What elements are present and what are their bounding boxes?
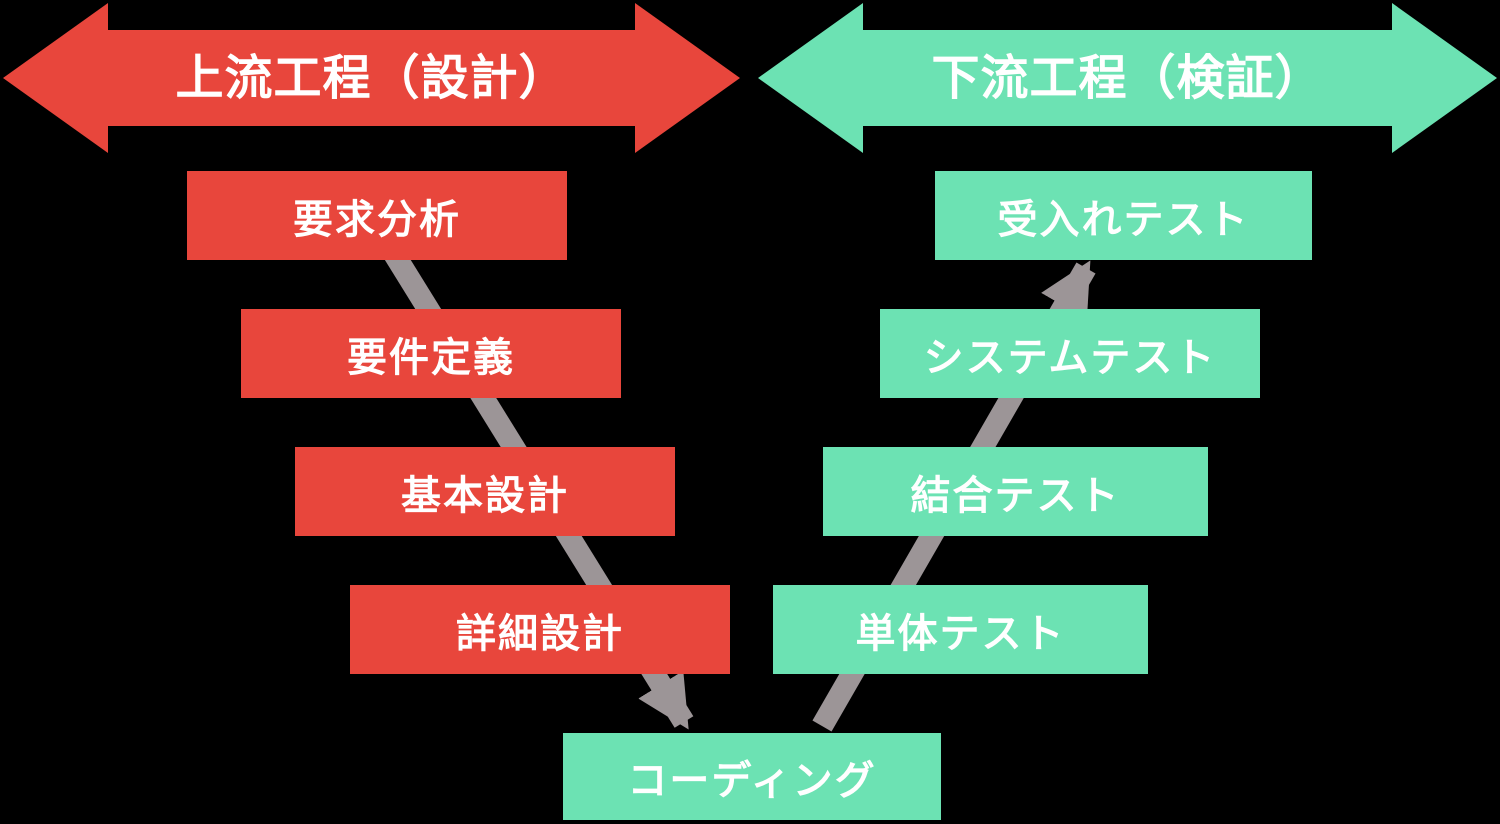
design-step-label: 要求分析 [293,196,461,243]
test-step-unit-test: 単体テスト [773,585,1148,674]
design-step-label: 詳細設計 [456,610,624,657]
test-step-system-test: システムテスト [880,309,1260,398]
upstream-double-arrow-icon [3,3,740,153]
downstream-arrow-label: 下流工程（検証） [931,50,1324,106]
test-step-label: 結合テスト [910,472,1121,519]
downstream-double-arrow-icon [758,3,1497,153]
upstream-arrow-label: 上流工程（設計） [175,50,568,106]
test-step-label: 単体テスト [855,610,1066,657]
coding-step-label: コーディング [627,757,877,804]
design-step-detailed-design: 詳細設計 [350,585,730,674]
test-step-acceptance-test: 受入れテスト [935,171,1312,260]
design-step-requirements-analysis: 要求分析 [187,171,567,260]
design-step-requirements-definition: 要件定義 [241,309,621,398]
test-step-label: システムテスト [923,334,1217,381]
design-step-basic-design: 基本設計 [295,447,675,536]
test-step-integration-test: 結合テスト [823,447,1208,536]
design-step-label: 要件定義 [347,334,515,381]
design-step-label: 基本設計 [401,472,569,519]
test-step-label: 受入れテスト [997,196,1250,243]
coding-step-box: コーディング [563,733,941,820]
